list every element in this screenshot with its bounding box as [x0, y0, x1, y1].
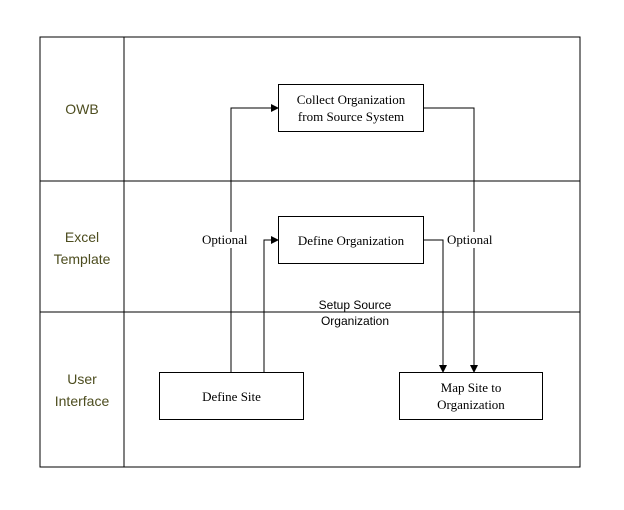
lane-user-text-1: User [67, 371, 97, 387]
node-define-organization: Define Organization [278, 216, 424, 264]
lane-label-owb: OWB [40, 98, 124, 120]
edge-define-org-to-map [424, 239, 447, 373]
lane-label-user-interface: User Interface [40, 368, 124, 412]
edge-site-to-define-org [263, 236, 279, 372]
edge-site-to-collect [230, 104, 279, 372]
edge-collect-to-map [424, 107, 478, 373]
edge-label-optional-left: Optional [202, 232, 248, 248]
node-collect-organization: Collect Organization from Source System [278, 84, 424, 132]
lane-owb-text: OWB [65, 101, 99, 117]
lane-label-excel-template: Excel Template [40, 226, 124, 270]
node-define-site-text: Define Site [202, 388, 261, 404]
node-map-site-to-organization: Map Site to Organization [399, 372, 543, 420]
node-define-org-text: Define Organization [297, 232, 405, 248]
swimlane-frame [39, 36, 581, 468]
node-map-text-2: Organization [437, 397, 505, 412]
lane-excel-text-1: Excel [64, 229, 100, 245]
setup-source-organization-note: Setup Source Organization [290, 297, 420, 329]
note-text-2: Organization [320, 314, 390, 328]
note-text-1: Setup Source [318, 298, 392, 312]
node-define-site: Define Site [159, 372, 304, 420]
node-collect-text-1: Collect Organization [296, 92, 406, 107]
lane-excel-text-2: Template [53, 251, 111, 267]
edge-label-optional-right: Optional [447, 232, 493, 248]
node-map-text-1: Map Site to [440, 380, 502, 395]
lane-user-text-2: Interface [54, 393, 110, 409]
node-collect-text-2: from Source System [297, 109, 405, 124]
